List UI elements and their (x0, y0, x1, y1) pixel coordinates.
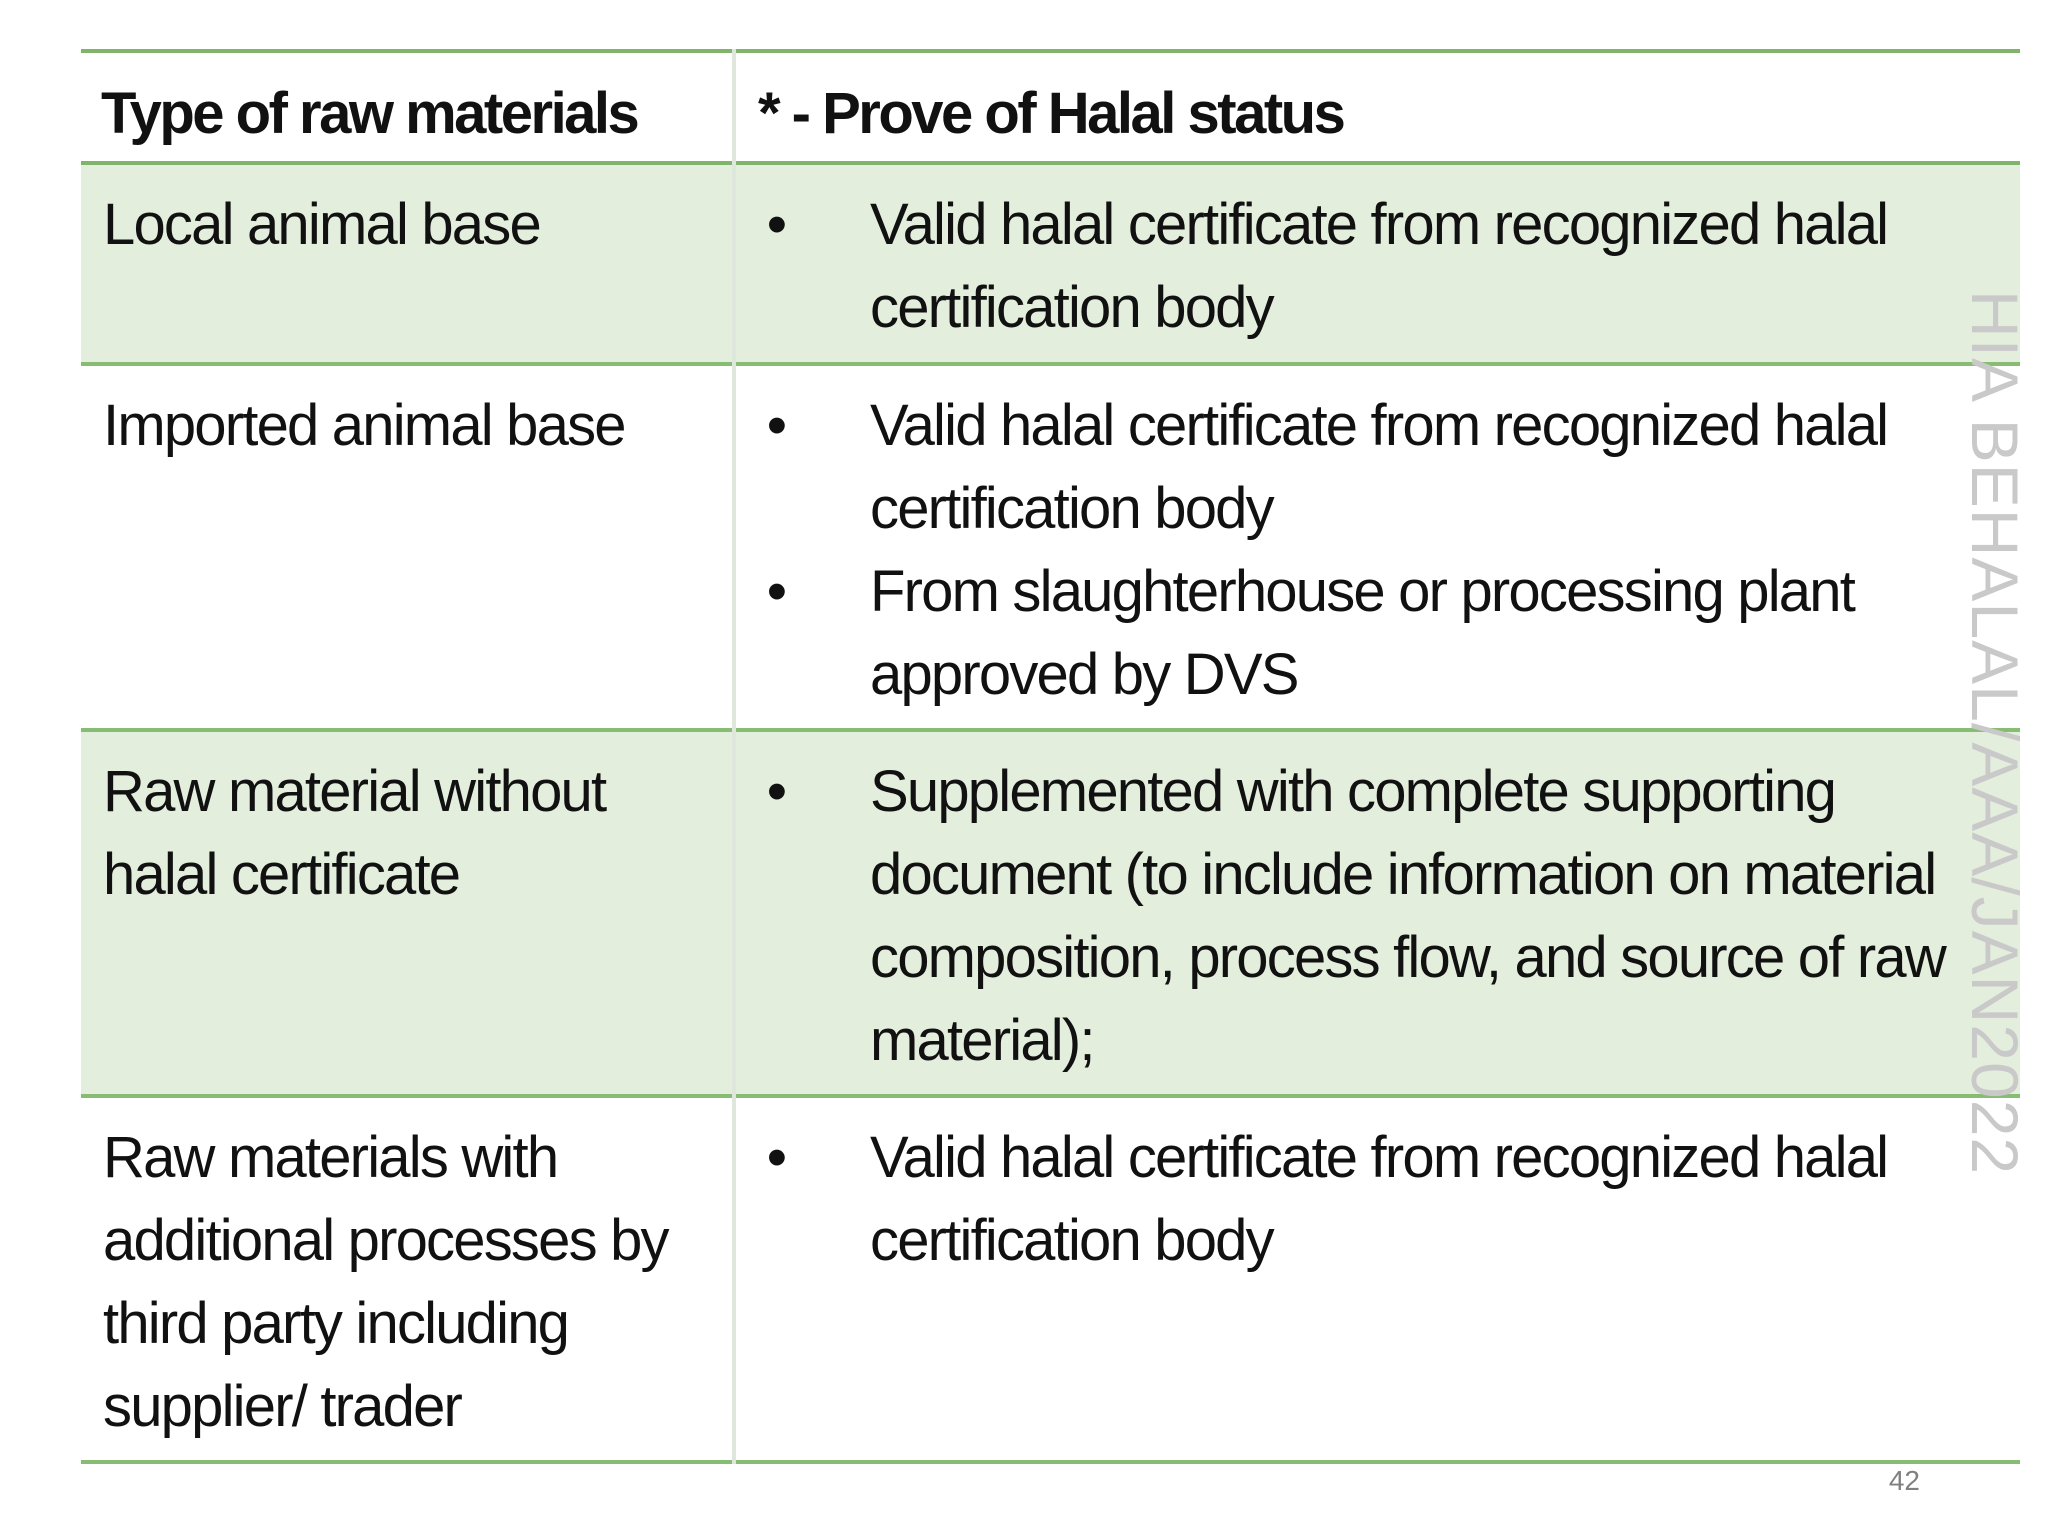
halal-status-table: Type of raw materials * - Prove of Halal… (81, 49, 2020, 1464)
bullet-icon: • (766, 393, 787, 458)
proof-text: Valid halal certificate from recognized … (870, 1125, 1889, 1273)
proof-cell: • Valid halal certificate from recognize… (734, 163, 2020, 364)
table-header-row: Type of raw materials * - Prove of Halal… (81, 51, 2020, 163)
proof-cell: • Supplemented with complete supporting … (734, 730, 2020, 1096)
table-row: Raw material without halal certificate •… (81, 730, 2020, 1096)
proof-list: • Valid halal certificate from recognize… (756, 183, 2008, 349)
bullet-icon: • (766, 759, 787, 824)
raw-material-type: Raw materials with additional processes … (81, 1096, 736, 1462)
proof-item: • Valid halal certificate from recognize… (756, 1116, 2008, 1282)
raw-material-type: Imported animal base (81, 364, 736, 730)
table-row: Raw materials with additional processes … (81, 1096, 2020, 1462)
raw-material-type: Local animal base (81, 163, 736, 364)
table-row: Imported animal base • Valid halal certi… (81, 364, 2020, 730)
header-type-of-raw-materials: Type of raw materials (81, 51, 736, 163)
page-number: 42 (1888, 1465, 1920, 1496)
proof-list: • Valid halal certificate from recognize… (756, 1116, 2008, 1282)
bullet-icon: • (766, 1125, 787, 1190)
bullet-icon: • (766, 192, 787, 257)
proof-item: • Supplemented with complete supporting … (756, 750, 2008, 1082)
proof-text: Supplemented with complete supporting do… (870, 759, 1947, 1073)
proof-list: • Supplemented with complete supporting … (756, 750, 2008, 1082)
raw-material-type: Raw material without halal certificate (81, 730, 736, 1096)
watermark: HIA BEHALAL/AAA/JAN2022 (1958, 290, 2032, 1176)
proof-item: • Valid halal certificate from recognize… (756, 183, 2008, 349)
proof-text: Valid halal certificate from recognized … (870, 192, 1889, 340)
proof-text: From slaughterhouse or processing plant … (870, 559, 1856, 707)
table-row: Local animal base • Valid halal certific… (81, 163, 2020, 364)
proof-cell: • Valid halal certificate from recognize… (734, 364, 2020, 730)
bullet-icon: • (766, 559, 787, 624)
header-proof-of-halal-status: * - Prove of Halal status (758, 81, 1346, 146)
proof-item: • Valid halal certificate from recognize… (756, 384, 2008, 550)
proof-list: • Valid halal certificate from recognize… (756, 384, 2008, 716)
proof-text: Valid halal certificate from recognized … (870, 393, 1889, 541)
proof-cell: • Valid halal certificate from recognize… (734, 1096, 2020, 1462)
proof-item: • From slaughterhouse or processing plan… (756, 550, 2008, 716)
